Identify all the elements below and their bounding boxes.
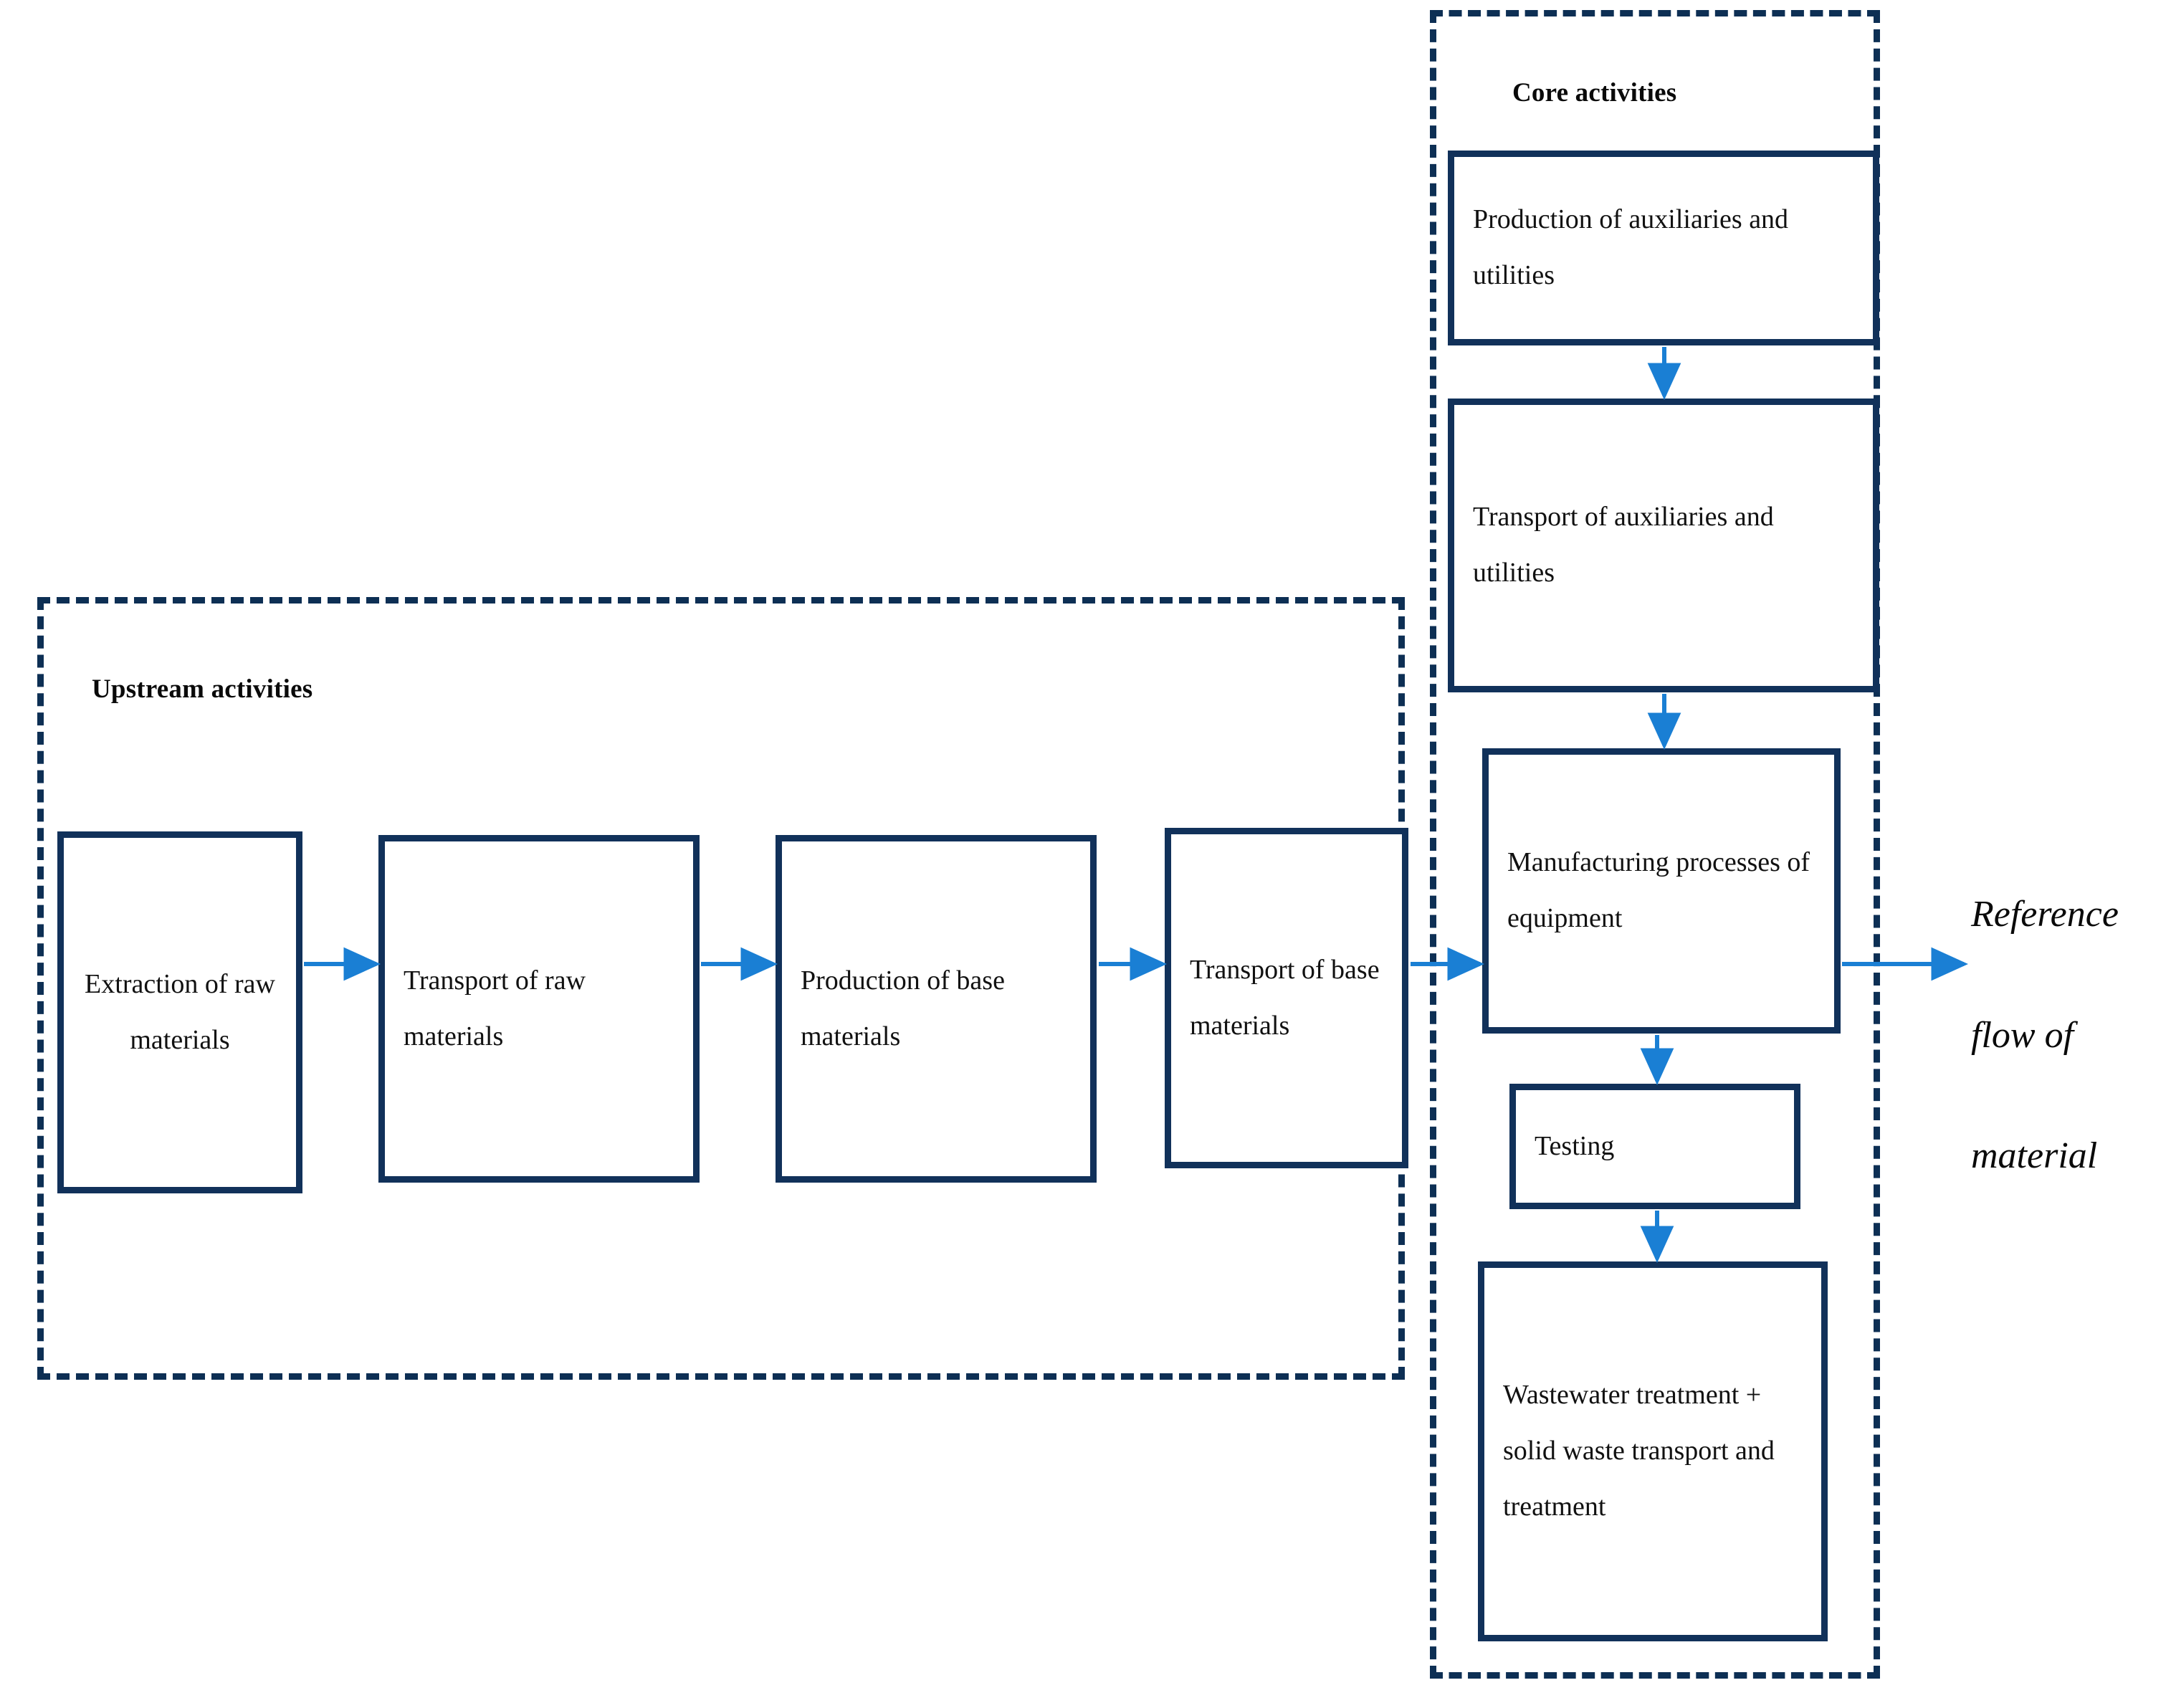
node-production-of-auxiliaries-and-utilities[interactable]: Production of auxiliaries and utilities <box>1448 151 1879 345</box>
node-transport-of-base-materials[interactable]: Transport of base materials <box>1165 828 1408 1168</box>
node-label: Transport of auxiliaries and utilities <box>1473 502 1774 588</box>
upstream-activities-title: Upstream activities <box>92 674 313 704</box>
node-testing[interactable]: Testing <box>1509 1084 1800 1209</box>
node-transport-of-auxiliaries-and-utilities[interactable]: Transport of auxiliaries and utilities <box>1448 399 1879 692</box>
reference-flow-line-1: Reference <box>1971 894 2119 935</box>
node-label: Transport of base materials <box>1190 954 1380 1041</box>
node-label: Manufacturing processes of equipment <box>1507 847 1810 933</box>
core-activities-title: Core activities <box>1512 78 1677 108</box>
node-transport-of-raw-materials[interactable]: Transport of raw materials <box>378 835 700 1183</box>
node-label: Wastewater treatment + solid waste trans… <box>1503 1380 1775 1522</box>
node-label: Transport of raw materials <box>404 965 586 1051</box>
reference-flow-line-3: material <box>1971 1135 2098 1177</box>
reference-flow-line-2: flow of <box>1971 1014 2074 1056</box>
core-activities-group <box>1430 10 1880 1679</box>
reference-flow-of-material-label: Reference flow of material <box>1971 824 2165 1247</box>
node-manufacturing-processes-of-equipment[interactable]: Manufacturing processes of equipment <box>1482 748 1841 1034</box>
node-wastewater-treatment-solid-waste[interactable]: Wastewater treatment + solid waste trans… <box>1478 1261 1828 1641</box>
node-label: Production of auxiliaries and utilities <box>1473 204 1789 290</box>
node-extraction-of-raw-materials[interactable]: Extraction of raw materials <box>57 831 302 1193</box>
node-label: Production of base materials <box>801 965 1005 1051</box>
node-production-of-base-materials[interactable]: Production of base materials <box>776 835 1097 1183</box>
node-label: Extraction of raw materials <box>85 968 275 1055</box>
node-label: Testing <box>1535 1130 1615 1161</box>
